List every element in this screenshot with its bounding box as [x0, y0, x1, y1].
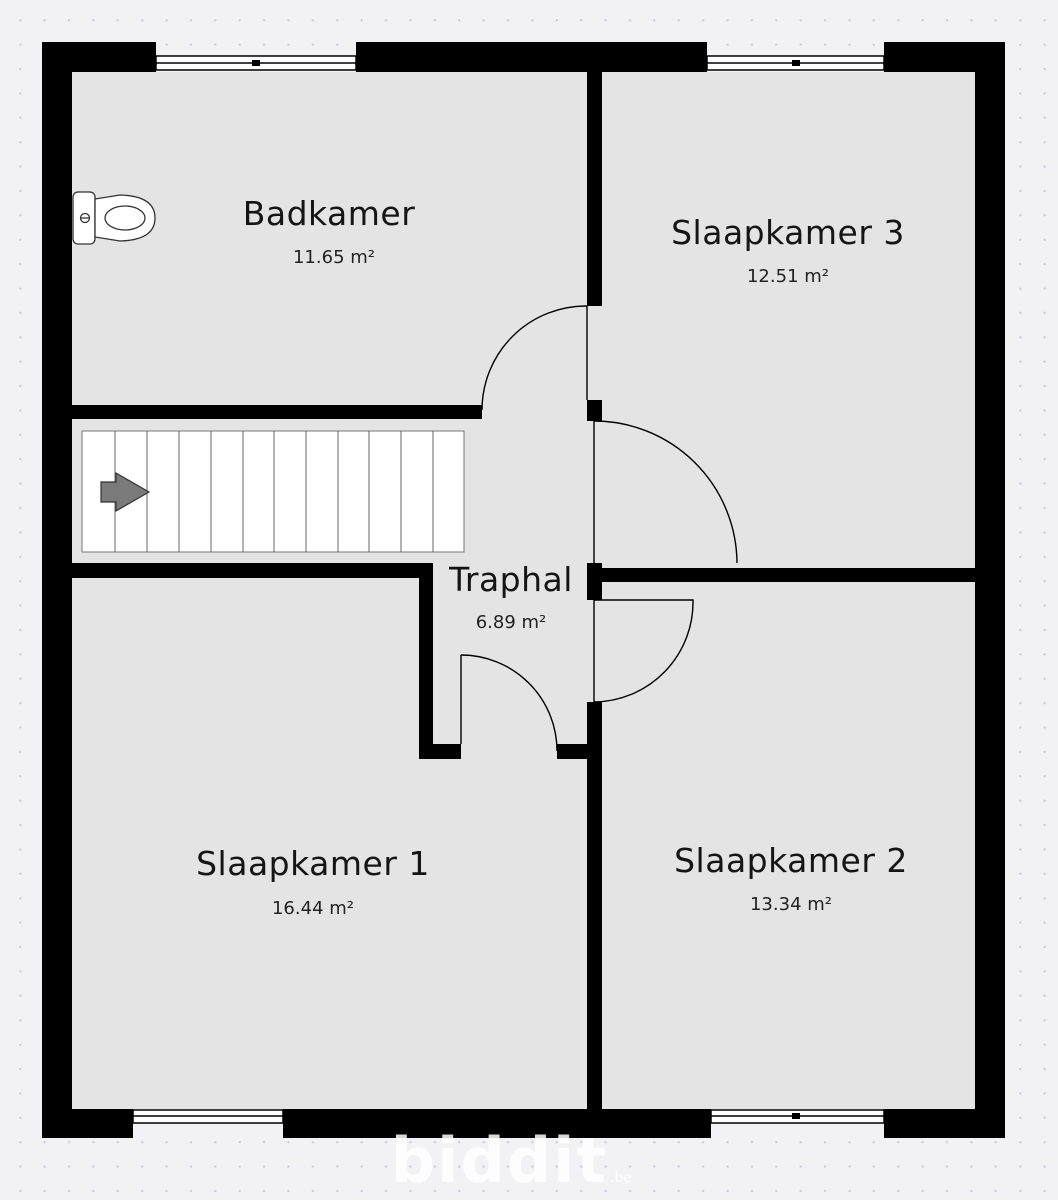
window-badkamer: [155, 55, 357, 71]
door-slaapkamer-1: [460, 654, 558, 752]
biddit-watermark: biddit .be: [391, 1124, 632, 1197]
room-name-slaapkamer-3: Slaapkamer 3: [671, 213, 905, 252]
room-name-traphal: Traphal: [448, 560, 573, 599]
windows: [132, 55, 885, 1124]
stair-direction-arrow-icon: [100, 471, 151, 513]
window-slaapkamer-3: [706, 55, 885, 71]
floor-area: [72, 72, 975, 1109]
watermark-tld: .be: [610, 1170, 632, 1186]
door-slaapkamer-3: [593, 420, 738, 564]
room-area-traphal: 6.89 m²: [476, 612, 547, 633]
room-area-slaapkamer-3: 12.51 m²: [747, 266, 829, 287]
doors: [460, 305, 738, 752]
room-labels: Badkamer 11.65 m² Slaapkamer 3 12.51 m² …: [196, 194, 908, 919]
room-area-badkamer: 11.65 m²: [293, 247, 375, 268]
toilet-icon: [72, 191, 156, 245]
door-badkamer: [481, 305, 588, 411]
door-slaapkamer-2: [593, 599, 694, 703]
room-area-slaapkamer-1: 16.44 m²: [272, 898, 354, 919]
window-slaapkamer-1: [132, 1109, 284, 1124]
room-area-slaapkamer-2: 13.34 m²: [750, 894, 832, 915]
room-name-slaapkamer-1: Slaapkamer 1: [196, 844, 430, 883]
interior-walls: [72, 72, 975, 1109]
room-name-badkamer: Badkamer: [243, 194, 416, 233]
outer-walls: [42, 42, 1005, 1138]
staircase: [81, 430, 465, 553]
watermark-text: biddit: [391, 1124, 608, 1197]
room-name-slaapkamer-2: Slaapkamer 2: [674, 841, 908, 880]
window-slaapkamer-2: [710, 1109, 885, 1124]
